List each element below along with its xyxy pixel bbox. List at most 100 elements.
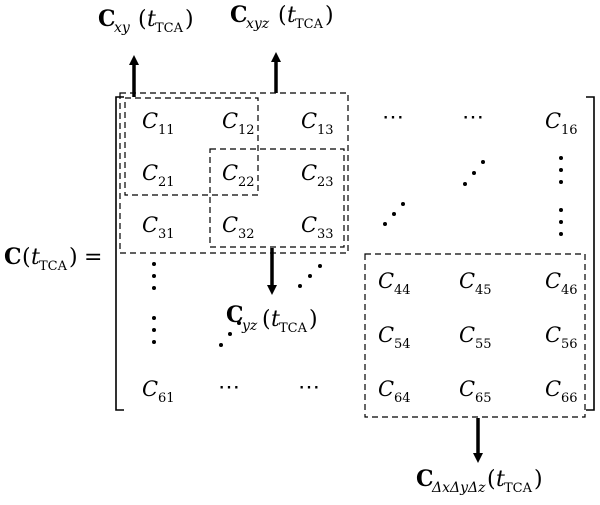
cxy-open: ( [138, 7, 147, 32]
sub-blocks [119, 92, 586, 418]
arrows [129, 52, 483, 463]
cell-index: 11 [158, 123, 175, 138]
lhs-close-paren: ) [69, 245, 78, 270]
label-cdxdydz: C ΔxΔyΔz ( t TCA ) [416, 466, 543, 496]
h-ellipsis-r1-b: ⋯ [462, 105, 484, 130]
cell-letter: C [459, 269, 475, 293]
cell-index: 23 [317, 175, 334, 190]
d-dots-upper-right [463, 160, 485, 186]
cdxdydz-open: ( [487, 467, 496, 492]
ellipses: ⋯ ⋯ ⋯ ⋯ [218, 105, 484, 400]
cell-letter: C [545, 323, 561, 347]
cell-index: 65 [475, 391, 492, 406]
cdxdydz-subscript: ΔxΔyΔz [431, 480, 486, 496]
cell-index: 16 [561, 123, 578, 138]
cell-index: 64 [394, 391, 411, 406]
cell-letter: C [142, 109, 158, 133]
cell-letter: C [222, 109, 238, 133]
cyz-t-subscript: TCA [279, 321, 308, 336]
cell-index: 12 [238, 123, 255, 138]
cell-index: 31 [158, 227, 175, 242]
cell-index: 44 [394, 283, 411, 298]
cell-index: 33 [317, 227, 334, 242]
cxy-subscript: xy [114, 20, 131, 36]
cell-letter: C [378, 323, 394, 347]
cdxdydz-symbol: C [416, 466, 434, 492]
v-dots-col6-a [559, 156, 563, 184]
v-dots-col6-b [559, 208, 563, 236]
cell-letter: C [378, 377, 394, 401]
v-dots-col1-b [152, 316, 156, 344]
cell-letter: C [301, 109, 317, 133]
dots [152, 156, 563, 347]
lhs-open-paren: ( [22, 245, 31, 270]
cyz-t: t [271, 307, 280, 332]
cell-letter: C [545, 109, 561, 133]
h-ellipsis-r1-a: ⋯ [382, 105, 404, 130]
d-dots-lower-a [298, 264, 322, 288]
block-dxdydz [364, 253, 586, 418]
cell-index: 13 [317, 123, 334, 138]
cell-letter: C [222, 161, 238, 185]
equation-lhs: C ( t TCA ) = [4, 244, 102, 274]
cell-letter: C [301, 213, 317, 237]
cell-letter: C [142, 213, 158, 237]
cxyz-subscript: xyz [246, 16, 270, 32]
cell-index: 61 [158, 391, 175, 406]
block-yz [209, 148, 345, 248]
equals-sign: = [84, 245, 102, 270]
cell-letter: C [142, 161, 158, 185]
cdxdydz-close: ) [534, 467, 543, 492]
block-xyz [119, 92, 349, 254]
v-dots-col1-a [152, 262, 156, 290]
h-ellipsis-r6-b: ⋯ [298, 375, 320, 400]
cell-index: 22 [238, 175, 255, 190]
cell-letter: C [545, 269, 561, 293]
cxy-t-subscript: TCA [155, 21, 184, 36]
label-cxyz: C xyz ( t TCA ) [230, 2, 334, 32]
label-cxy: C xy ( t TCA ) [98, 6, 194, 36]
cell-letter: C [459, 377, 475, 401]
cell-index: 45 [475, 283, 492, 298]
lhs-symbol: C [4, 244, 22, 270]
cell-letter: C [301, 161, 317, 185]
right-bracket [586, 96, 595, 411]
cyz-subscript: yz [241, 318, 258, 334]
cyz-open: ( [262, 307, 271, 332]
cdxdydz-t-subscript: TCA [504, 481, 533, 496]
cell-index: 56 [561, 337, 578, 352]
cell-letter: C [222, 213, 238, 237]
h-ellipsis-r6-a: ⋯ [218, 375, 240, 400]
cell-index: 21 [158, 175, 175, 190]
cxy-close: ) [185, 7, 194, 32]
cxyz-t-subscript: TCA [295, 17, 324, 32]
cxyz-close: ) [325, 3, 334, 28]
cell-index: 32 [238, 227, 255, 242]
cdxdydz-t: t [496, 467, 505, 492]
cxyz-t: t [287, 3, 296, 28]
cyz-symbol: C [226, 302, 244, 328]
d-dots-middle [383, 202, 405, 226]
matrix-brackets [115, 96, 595, 411]
cxyz-open: ( [278, 3, 287, 28]
cell-index: 54 [394, 337, 411, 352]
lhs-t: t [31, 245, 40, 270]
